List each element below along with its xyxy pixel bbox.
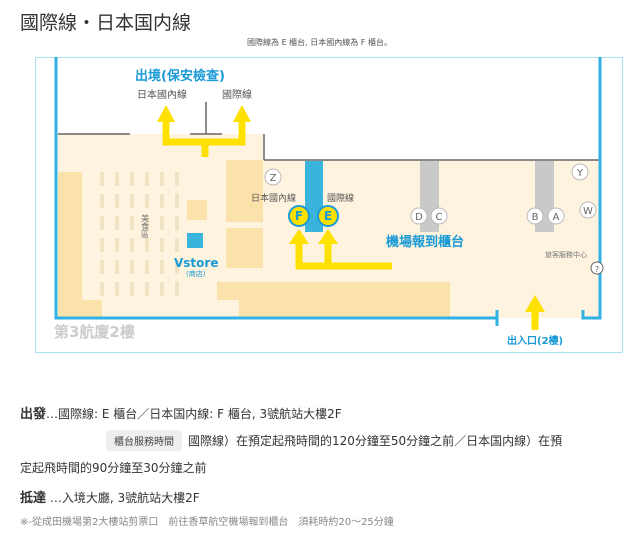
table xyxy=(145,282,149,296)
departure-gate-label: 出境(保安檢查) xyxy=(135,68,225,84)
table xyxy=(175,172,179,186)
table xyxy=(100,172,104,186)
table xyxy=(160,260,164,274)
table xyxy=(160,282,164,296)
arrival-text: 入境大廳, 3號航站大樓2F xyxy=(61,491,200,505)
table xyxy=(130,238,134,252)
hours-text-cont: 定起飛時間的90分鐘至30分鐘之前 xyxy=(20,461,207,475)
counter-domestic-label: 日本國內線 xyxy=(251,192,296,204)
arrow-heads xyxy=(157,105,545,312)
footnote: ※-從成田機場第2大樓站剪票口 前往香草航空機場報到櫃台 須耗時約20～25分鐘 xyxy=(20,517,394,528)
table xyxy=(115,172,119,186)
departure-row: 出發…國際線: E 櫃台／日本国内線: F 櫃台, 3號航站大樓2F xyxy=(20,403,342,422)
counter-b: B xyxy=(532,212,539,223)
table xyxy=(130,260,134,274)
table xyxy=(160,172,164,186)
table xyxy=(130,216,134,230)
departure-arrows xyxy=(162,122,539,330)
table xyxy=(130,194,134,208)
table xyxy=(100,282,104,296)
entrance-label: 出入口(2樓) xyxy=(507,334,563,347)
shopping-bag-icon xyxy=(187,233,203,248)
table xyxy=(100,238,104,252)
gate-domestic: 日本國內線 xyxy=(137,88,187,101)
vstore-sub: (商店) xyxy=(186,269,206,278)
info-icon-glyph: ? xyxy=(595,265,599,274)
table xyxy=(115,194,119,208)
table xyxy=(145,238,149,252)
counter-f: F xyxy=(295,209,303,223)
counter-f-marker xyxy=(288,205,310,227)
table xyxy=(145,260,149,274)
counter-a: A xyxy=(553,212,560,223)
counter-e-marker xyxy=(317,205,339,227)
food-court-tables xyxy=(100,172,179,296)
table xyxy=(145,172,149,186)
info-center-label: 旅客服務中心 xyxy=(545,250,587,259)
table xyxy=(175,216,179,230)
info-icon xyxy=(590,261,604,275)
table xyxy=(175,282,179,296)
table xyxy=(160,238,164,252)
table xyxy=(130,172,134,186)
table xyxy=(160,194,164,208)
counter-w: W xyxy=(583,206,593,217)
arrival-row: 抵達 …入境大廳, 3號航站大樓2F xyxy=(20,487,200,506)
departure-dots: … xyxy=(46,407,59,421)
table xyxy=(145,194,149,208)
departure-label: 出發 xyxy=(20,407,47,422)
table xyxy=(160,216,164,230)
hours-badge: 櫃台服務時間 xyxy=(106,430,182,451)
arrival-label: 抵達 xyxy=(20,491,47,506)
counter-international-label: 國際線 xyxy=(327,192,354,204)
hours-text: 國際線）在預定起飛時間的120分鐘至50分鐘之前／日本国内線）在預 xyxy=(188,434,563,448)
table xyxy=(175,194,179,208)
table xyxy=(100,216,104,230)
table xyxy=(145,216,149,230)
checkin-label: 機場報到櫃台 xyxy=(386,234,464,250)
vstore-label: Vstore xyxy=(174,256,218,270)
table xyxy=(115,238,119,252)
table xyxy=(175,260,179,274)
shop-blocks xyxy=(58,160,450,318)
walls xyxy=(58,102,600,161)
counter-d: D xyxy=(415,212,423,223)
counter-y: Y xyxy=(576,168,584,179)
arrival-dots: … xyxy=(46,491,62,505)
counter-markers xyxy=(264,163,597,227)
counter-c: C xyxy=(436,212,443,223)
floor-label: 第3航廈2樓 xyxy=(54,323,135,341)
counter-z: Z xyxy=(270,173,277,184)
table xyxy=(130,282,134,296)
terminal-map: F E D C B A Z Y W 出境(保安檢查) 日本國內線 國際線 日本國… xyxy=(35,57,623,353)
counter-note: 國際線為 E 櫃台, 日本國內線為 F 櫃台。 xyxy=(247,38,392,47)
table xyxy=(100,194,104,208)
table xyxy=(115,260,119,274)
page-title: 國際線・日本国内線 xyxy=(20,12,192,34)
table xyxy=(175,238,179,252)
table xyxy=(100,260,104,274)
hours-row: 櫃台服務時間國際線）在預定起飛時間的120分鐘至50分鐘之前／日本国内線）在預 xyxy=(106,430,562,451)
departure-text: 國際線: E 櫃台／日本国内線: F 櫃台, 3號航站大樓2F xyxy=(58,407,342,421)
food-court-label: 美食區 xyxy=(141,213,150,238)
table xyxy=(115,282,119,296)
gate-international: 國際線 xyxy=(222,88,252,101)
table xyxy=(115,216,119,230)
terminal-outline xyxy=(54,57,602,326)
counter-e: E xyxy=(324,209,332,223)
